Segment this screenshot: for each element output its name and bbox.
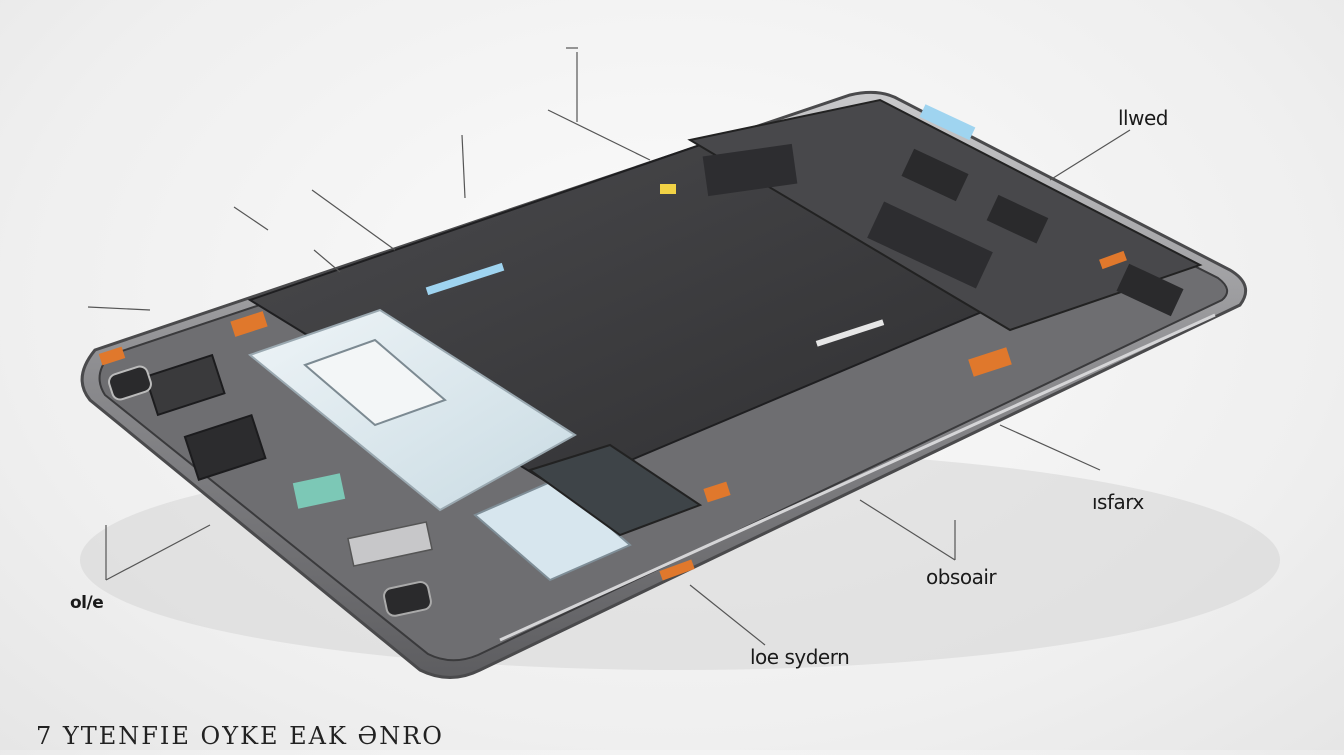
leader-left-4 [87, 306, 151, 311]
label-bottom-center: obsoair [926, 565, 997, 589]
mesh-module [527, 443, 703, 537]
speaker-module [383, 581, 432, 617]
leader-lines [87, 47, 1131, 646]
yellow-component [660, 184, 676, 194]
leader-right-middle [999, 424, 1101, 471]
leader-top-right [1049, 129, 1131, 181]
leader-left-2 [233, 206, 269, 231]
copper-connector-4 [1099, 250, 1127, 270]
chip-2 [986, 194, 1049, 244]
chip-4 [867, 201, 993, 289]
label-bottom-lower: loe sydern [750, 645, 850, 669]
left-module-1 [144, 353, 226, 417]
camera-module [108, 365, 152, 401]
label-left-bottom: ol/e [70, 593, 104, 613]
label-top-right: llwed [1118, 106, 1168, 130]
light-chip [347, 521, 433, 567]
light-shield-inner [303, 338, 447, 427]
lower-rail [499, 313, 1216, 642]
lower-light-module [473, 478, 632, 582]
copper-connector-6 [703, 481, 731, 503]
copper-connector-3 [98, 346, 126, 366]
white-strip [815, 319, 885, 347]
footer-caption: 7 YTENFIE OYKE EAK ƏNRO [36, 722, 444, 750]
leader-left-3 [313, 249, 341, 273]
chip-3 [1116, 263, 1184, 317]
chip-1 [901, 148, 969, 202]
leader-bottom-center-2 [859, 499, 956, 561]
leader-bottom-lower [689, 584, 766, 646]
leader-left-vertical [461, 134, 466, 199]
copper-connector-2 [968, 347, 1012, 377]
leader-left-1 [311, 189, 396, 251]
blue-strip-1 [425, 262, 505, 296]
right-component-cluster [687, 98, 1203, 332]
copper-connector-5 [659, 559, 695, 581]
left-module-2 [183, 414, 267, 481]
label-right-middle: ısfarx [1092, 490, 1144, 514]
chip-5 [702, 143, 798, 197]
leader-top-diagonal [547, 109, 651, 161]
copper-connector-1 [230, 311, 268, 337]
blue-strip-2 [919, 104, 976, 141]
leader-left-bottom [105, 524, 211, 581]
teal-chip [292, 473, 346, 509]
